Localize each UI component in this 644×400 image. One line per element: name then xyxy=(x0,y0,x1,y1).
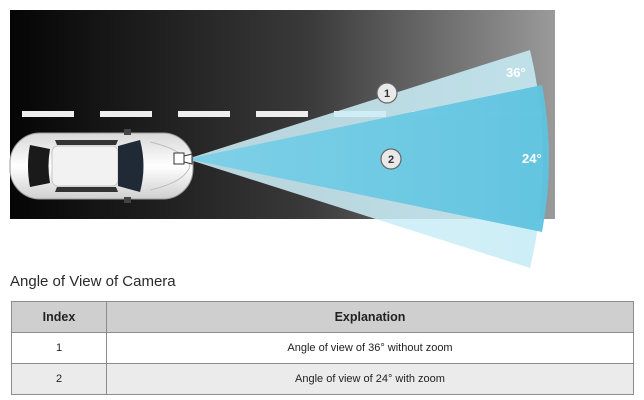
badge-1: 1 xyxy=(376,82,398,104)
badge-2: 2 xyxy=(380,148,402,170)
row-explanation: Angle of view of 36° without zoom xyxy=(106,332,634,364)
row-explanation: Angle of view of 24° with zoom xyxy=(106,363,634,395)
figure-caption: Angle of View of Camera xyxy=(10,273,176,290)
angle-inner-label: 24° xyxy=(522,151,542,166)
table-header-row: Index Explanation xyxy=(11,301,634,333)
row-index: 1 xyxy=(11,332,107,364)
column-header-index: Index xyxy=(11,301,107,333)
inner-view-cone xyxy=(187,85,549,232)
table-row: 1 Angle of view of 36° without zoom xyxy=(11,332,634,364)
svg-text:2: 2 xyxy=(388,154,394,166)
camera-lens xyxy=(183,153,193,165)
table-row: 2 Angle of view of 24° with zoom xyxy=(11,363,634,395)
row-index: 2 xyxy=(11,363,107,395)
column-header-explanation: Explanation xyxy=(106,301,634,333)
svg-text:1: 1 xyxy=(384,88,390,100)
car xyxy=(9,129,194,203)
explanation-table: Index Explanation 1 Angle of view of 36°… xyxy=(11,301,634,395)
angle-outer-label: 36° xyxy=(506,65,526,80)
camera-angle-diagram: 1 2 36° 24° xyxy=(9,10,555,268)
camera-icon xyxy=(173,152,185,165)
